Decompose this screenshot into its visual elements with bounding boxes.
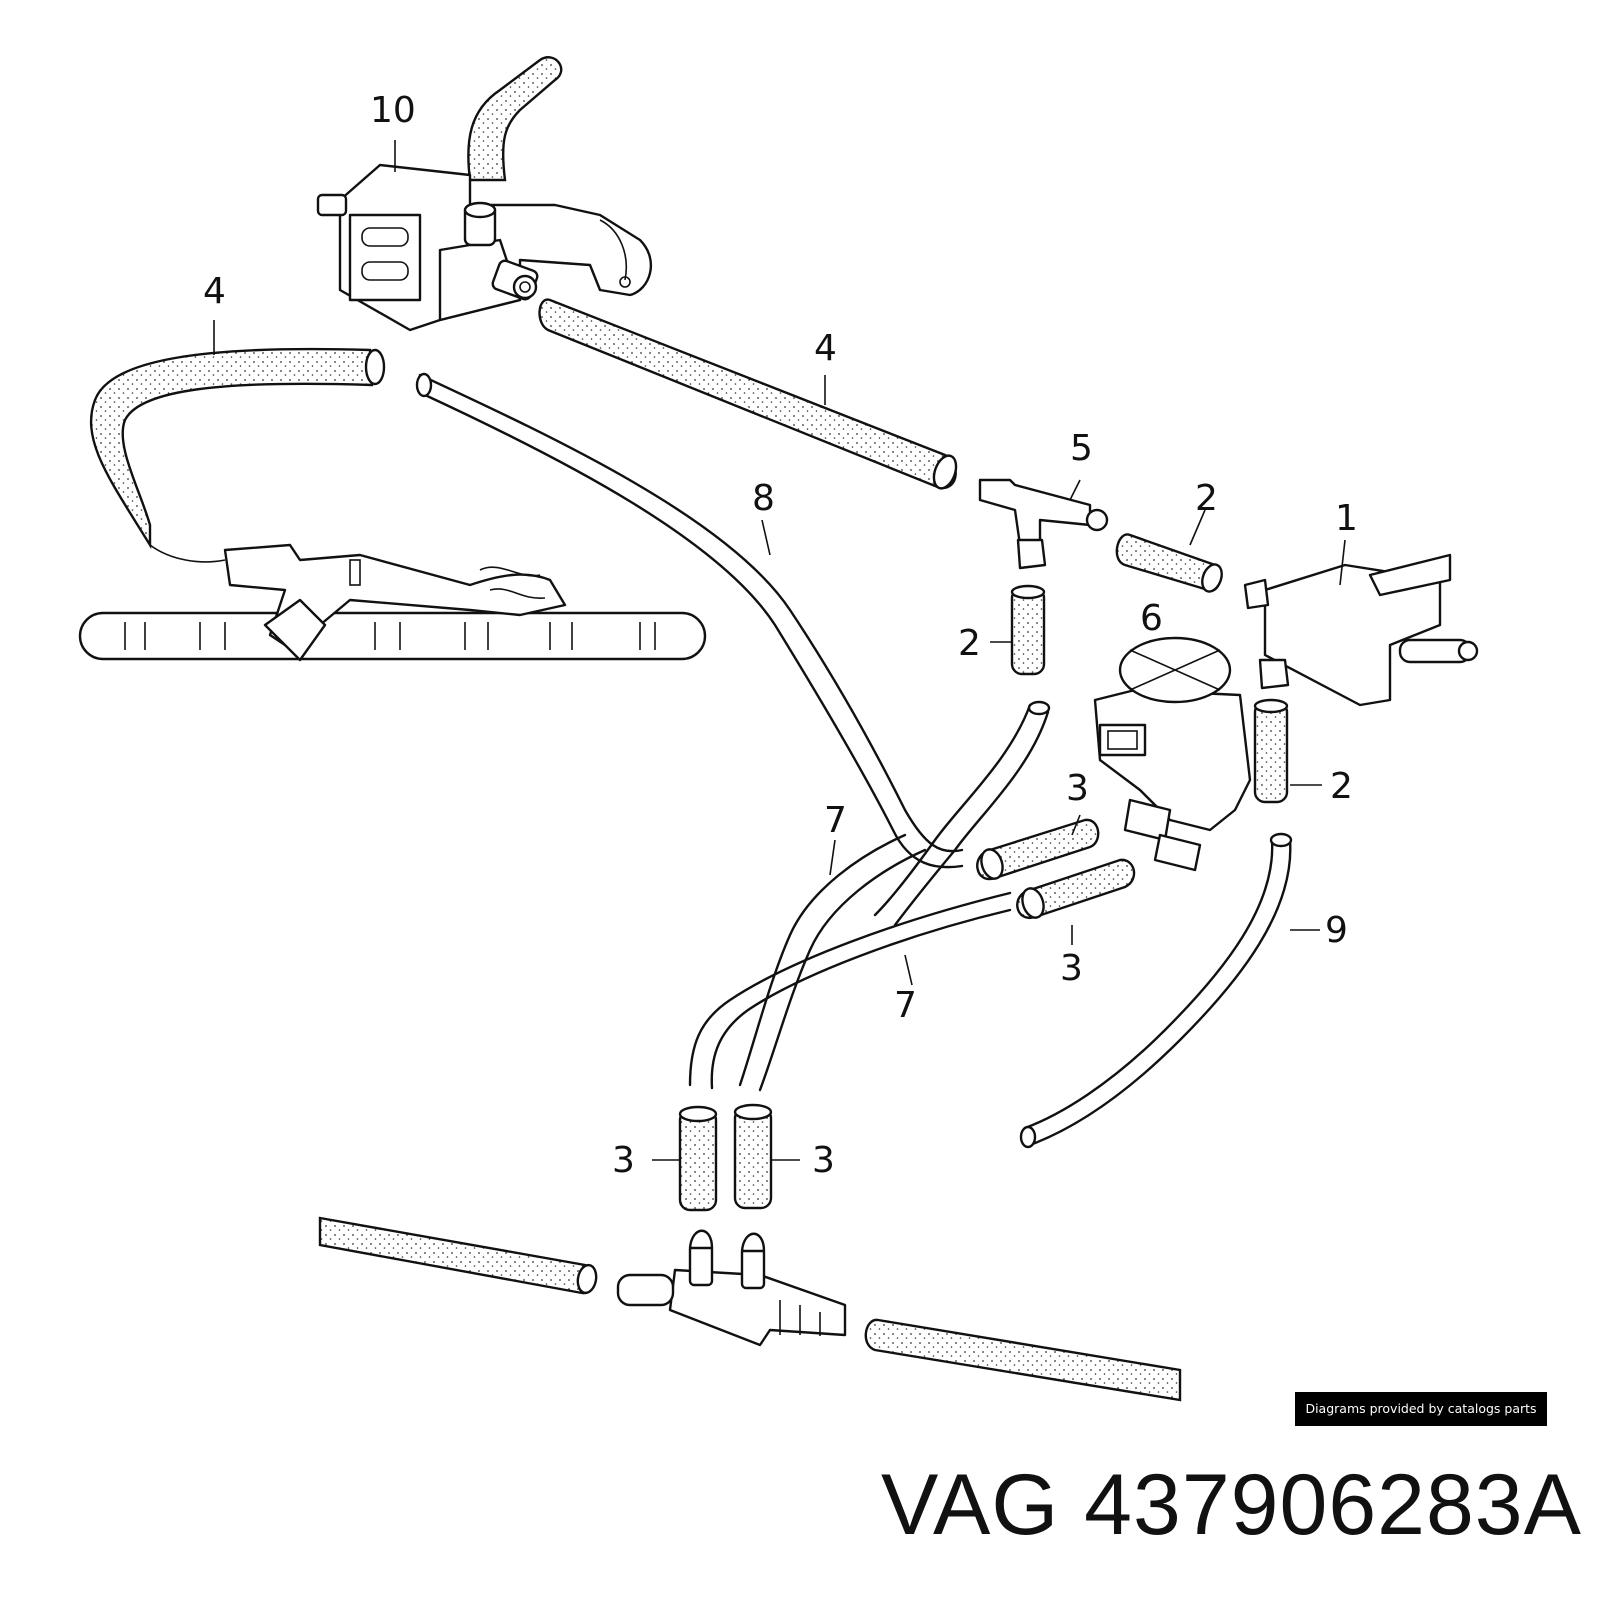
hose-2-center [1010,586,1046,676]
callout-3-bottom-right: 3 [812,1140,835,1181]
callout-9: 9 [1325,910,1348,951]
callout-5: 5 [1070,428,1093,469]
hose-3-bottom-left [678,1108,718,1212]
callout-7-lower: 7 [894,985,917,1026]
top-hose [467,56,563,182]
valve-part-1 [1243,553,1479,707]
part-6-regulator [1093,636,1252,872]
bottom-hose-right [864,1318,1182,1402]
hose-3-upper [976,818,1100,881]
callout-10: 10 [370,90,416,131]
hose-4-curved [90,347,374,550]
credit-label: Diagrams provided by catalogs parts [1295,1392,1547,1426]
callout-3-bottom-left: 3 [612,1140,635,1181]
bottom-tee-connector [616,1229,847,1347]
valve-part-10 [316,163,652,332]
callout-3-mid-upper: 3 [1066,768,1089,809]
hose-8 [418,373,964,853]
callout-2-center: 2 [958,623,981,664]
callout-4-left: 4 [203,271,226,312]
injector-rail-assembly [78,543,707,662]
hose-4-straight [538,298,957,490]
callout-8: 8 [752,478,775,519]
callout-4-right: 4 [814,328,837,369]
bottom-hose-left [318,1216,595,1295]
callout-3-mid-lower: 3 [1060,948,1083,989]
hose-3-bottom-right [733,1106,773,1210]
hose-7-b [738,833,907,1087]
callout-2-right: 2 [1330,766,1353,807]
hose-6-outlet [873,703,1032,917]
callout-1: 1 [1335,498,1358,539]
callout-7-upper: 7 [824,800,847,841]
hose-2-right [1253,700,1289,804]
callout-6: 6 [1140,598,1163,639]
leader-lines [213,140,1346,1161]
tee-connector-5 [978,478,1109,570]
callout-2-top: 2 [1195,478,1218,519]
hose-9 [1028,838,1292,1147]
hose-3-lower [1016,858,1136,920]
part-number-title: VAG 437906283A [881,1457,1582,1553]
hose-7-a [688,891,1012,1087]
